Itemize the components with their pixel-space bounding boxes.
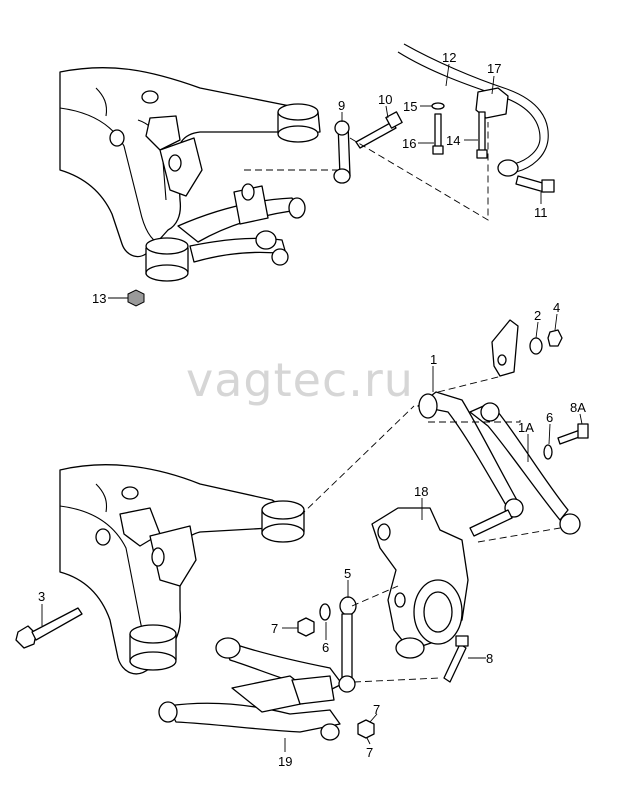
callout-7-left: 7: [271, 621, 278, 636]
lower-wishbone-19: [158, 637, 343, 741]
callout-19: 19: [278, 754, 292, 769]
callout-1a: 1A: [518, 420, 534, 435]
nut-4: [547, 329, 563, 347]
bolt-14: [476, 111, 488, 159]
callout-2: 2: [534, 308, 541, 323]
bracket-17: [475, 87, 509, 119]
wheel-knuckle-18: [371, 507, 469, 659]
bolt-knuckle: [469, 509, 513, 537]
bottom-rubber-mount-front: [129, 624, 177, 671]
callout-3: 3: [38, 589, 45, 604]
bolt-12: [515, 175, 555, 193]
callout-7-right-upper: 7: [373, 702, 380, 717]
bottom-subframe: [59, 464, 281, 675]
top-dashed-line: [349, 122, 489, 221]
callout-7-right-lower: 7: [366, 745, 373, 760]
nut-11: [127, 289, 145, 307]
top-rubber-mount-rear: [277, 103, 321, 143]
watermark: vagtec.ru: [186, 353, 414, 407]
callout-15: 15: [403, 99, 417, 114]
callout-18: 18: [414, 484, 428, 499]
washer-2: [529, 337, 543, 355]
top-rubber-mount-front: [145, 237, 189, 282]
callout-17: 17: [487, 61, 501, 76]
callout-9: 9: [338, 98, 345, 113]
upper-link-1: [417, 391, 581, 535]
bolt-10: [355, 111, 403, 149]
callout-4: 4: [553, 300, 560, 315]
stabilizer-bar-13: [397, 43, 549, 177]
nut-7-upper: [297, 617, 315, 637]
top-lower-arm: [177, 183, 306, 266]
callout-8a: 8A: [570, 400, 586, 415]
callout-8: 8: [486, 651, 493, 666]
leader-lines: [41, 63, 583, 752]
bottom-dashed-line: [353, 677, 441, 683]
bolt-8: [443, 635, 469, 683]
callout-10: 10: [378, 92, 392, 107]
callout-labels: 12 17 9 10 15 14 16 11 13 1 2 4 1A 6 8A …: [38, 50, 586, 769]
stabilizer-link-9: [333, 120, 351, 184]
bottom-dashed-line: [477, 527, 561, 543]
callout-16: 16: [402, 136, 416, 151]
callout-6-upper: 6: [546, 410, 553, 425]
washer-6-lower: [319, 603, 331, 621]
callout-6-lower: 6: [322, 640, 329, 655]
bottom-rubber-mount-rear: [261, 500, 305, 543]
callout-13: 12: [442, 50, 456, 65]
bolt-8a: [557, 423, 589, 445]
callout-11: 13: [92, 291, 106, 306]
callout-1: 1: [430, 352, 437, 367]
nut-7-lower: [357, 719, 375, 739]
bolt-16: [432, 113, 444, 155]
link-5: [338, 596, 357, 693]
callout-12: 11: [534, 205, 548, 220]
bottom-dashed-line: [437, 375, 503, 393]
bolt-3: [15, 607, 83, 649]
top-subframe: [59, 66, 297, 258]
bottom-dashed-line: [351, 585, 399, 607]
bottom-dashed-line: [428, 420, 521, 423]
callout-14: 14: [446, 133, 460, 148]
washer-6-upper: [543, 444, 553, 460]
washer-15: [431, 102, 445, 110]
callout-5: 5: [344, 566, 351, 581]
bracket-2: [491, 319, 519, 377]
bottom-dashed-line: [299, 405, 415, 517]
